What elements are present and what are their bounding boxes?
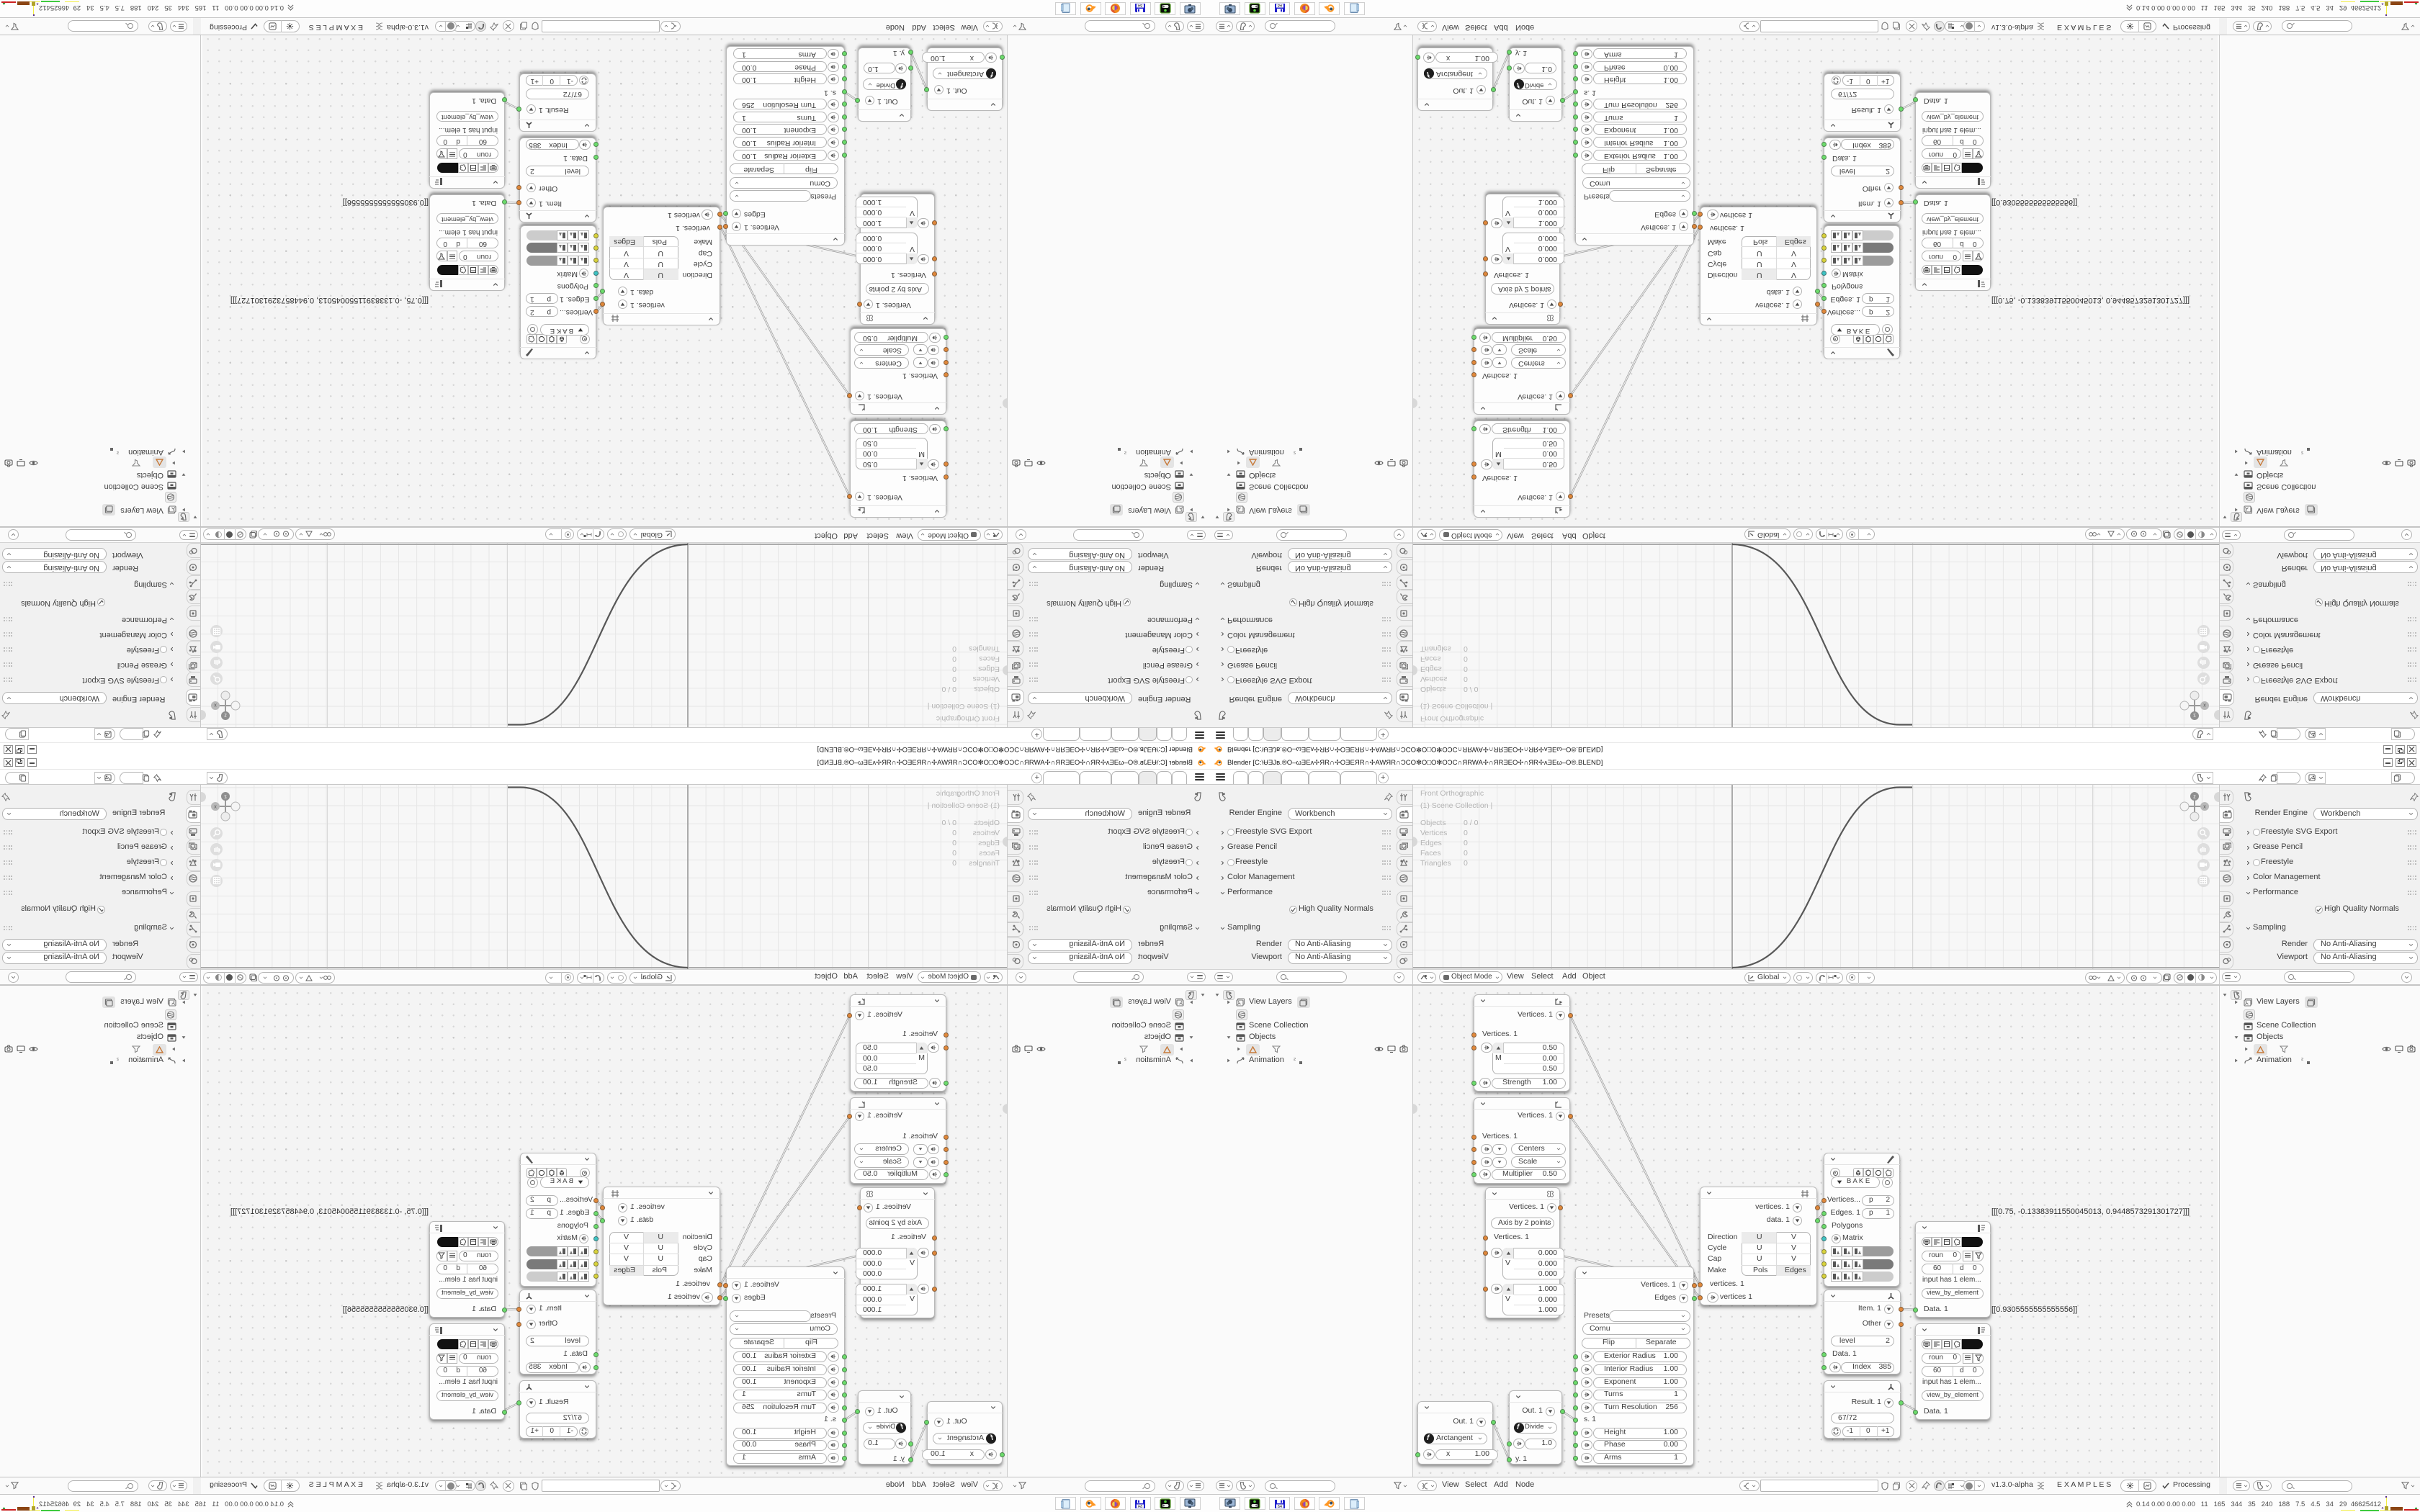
svg-text:z: z <box>224 713 227 718</box>
svg-text:x: x <box>214 703 217 708</box>
svg-text:z: z <box>2193 795 2196 800</box>
svg-text:z: z <box>224 795 227 800</box>
svg-text:z: z <box>2193 713 2196 718</box>
svg-text:64: 64 <box>1277 1505 1281 1509</box>
svg-text:64: 64 <box>1138 1505 1142 1509</box>
svg-text:64: 64 <box>1138 4 1142 8</box>
svg-text:64: 64 <box>1277 4 1281 8</box>
svg-text:x: x <box>214 805 217 810</box>
svg-text:x: x <box>2203 805 2206 810</box>
svg-text:x: x <box>2203 703 2206 708</box>
